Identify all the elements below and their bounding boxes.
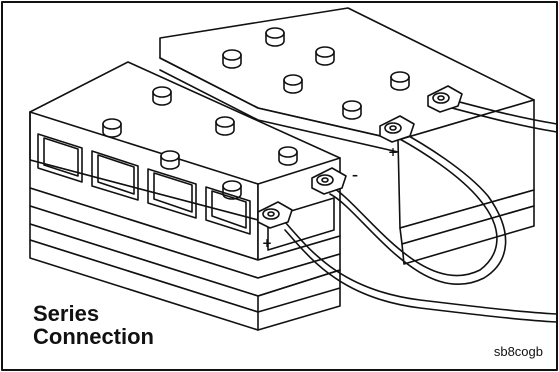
diagram-caption: Series Connection xyxy=(33,302,154,348)
caption-line-2: Connection xyxy=(33,325,154,348)
back-plus-sign: + xyxy=(388,145,398,159)
figure-code: sb8cogb xyxy=(494,344,543,359)
caption-line-1: Series xyxy=(33,302,154,325)
front-minus-sign: – xyxy=(352,168,358,182)
front-plus-sign: + xyxy=(262,236,272,250)
